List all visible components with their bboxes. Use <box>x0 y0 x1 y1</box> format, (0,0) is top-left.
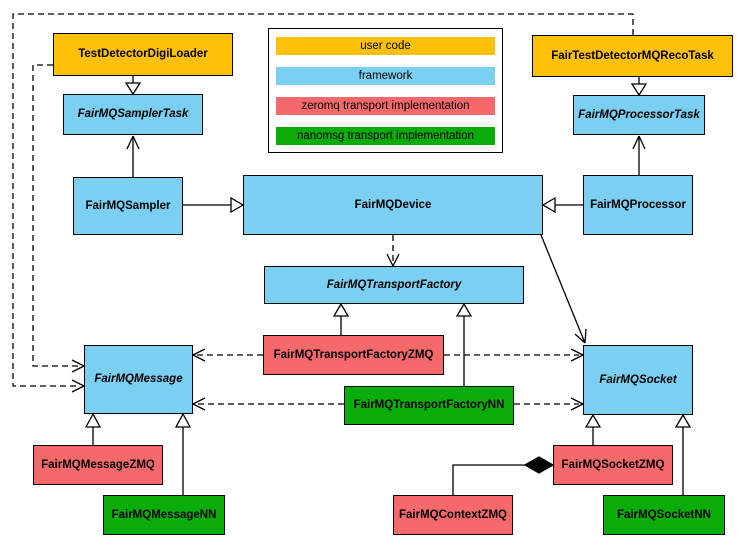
node-test-detector-digi-loader: TestDetectorDigiLoader <box>53 33 233 76</box>
node-fairmq-sampler-task: FairMQSamplerTask <box>63 94 203 135</box>
edge-dep-recotask-message <box>12 13 634 393</box>
edge-inheritance-socketzmq-socket <box>584 413 602 445</box>
node-label: FairMQContextZMQ <box>399 508 507 521</box>
node-fairmq-message-nn: FairMQMessageNN <box>103 495 225 535</box>
node-fairmq-device: FairMQDevice <box>243 175 543 235</box>
legend-item-framework: framework <box>276 67 495 85</box>
node-label: FairMQMessageZMQ <box>41 458 155 471</box>
node-fairmq-message-zmq: FairMQMessageZMQ <box>33 445 163 485</box>
edge-inheritance-recotask-processortask <box>630 77 648 97</box>
legend-label: user code <box>360 40 411 52</box>
node-fairmq-socket-zmq: FairMQSocketZMQ <box>553 445 673 485</box>
legend-label: nanomsg transport implementation <box>296 130 475 142</box>
legend-item-nanomsg: nanomsg transport implementation <box>276 127 495 145</box>
node-label: FairMQTransportFactoryZMQ <box>273 348 434 361</box>
node-label: FairMQTransportFactoryNN <box>353 399 505 412</box>
node-label: FairMQProcessor <box>590 198 686 211</box>
legend-label: zeromq transport implementation <box>301 100 470 112</box>
edge-assoc-sampler-samplertask <box>126 135 140 177</box>
edge-inheritance-factorynn-transportfactory <box>455 302 473 386</box>
legend: user code framework zeromq transport imp… <box>268 28 503 153</box>
node-fairmq-processor: FairMQProcessor <box>583 175 693 235</box>
node-label: FairMQMessage <box>94 373 183 386</box>
node-fairmq-socket-nn: FairMQSocketNN <box>603 495 725 535</box>
edge-dep-digiloader-message <box>32 64 85 373</box>
node-fairmq-context-zmq: FairMQContextZMQ <box>393 495 513 535</box>
node-fairmq-transport-factory: FairMQTransportFactory <box>264 266 524 304</box>
legend-label: framework <box>358 70 413 82</box>
edge-dep-factorynn-message <box>192 397 344 411</box>
edge-inheritance-messagenn-message <box>174 412 192 495</box>
edge-inheritance-sampler-device <box>183 196 245 214</box>
node-fairmq-sampler: FairMQSampler <box>73 177 183 235</box>
legend-item-user-code: user code <box>276 37 495 55</box>
node-fair-test-detector-mq-reco-task: FairTestDetectorMQRecoTask <box>532 35 733 77</box>
edge-inheritance-messagezmq-message <box>84 412 102 445</box>
edge-dep-factorynn-socket <box>514 397 584 411</box>
edge-inheritance-factoryzmq-transportfactory <box>332 302 350 335</box>
node-label: FairMQSocketZMQ <box>561 458 665 471</box>
node-label: TestDetectorDigiLoader <box>78 48 208 61</box>
node-label: FairMQSamplerTask <box>77 108 189 121</box>
edge-inheritance-processor-device <box>541 196 583 214</box>
node-label: FairMQProcessorTask <box>578 108 700 121</box>
edge-dep-factoryzmq-socket <box>444 348 584 362</box>
node-fairmq-processor-task: FairMQProcessorTask <box>573 95 705 135</box>
edge-assoc-device-socket <box>540 234 587 344</box>
legend-item-zeromq: zeromq transport implementation <box>276 97 495 115</box>
node-fairmq-message: FairMQMessage <box>84 345 193 414</box>
edge-composition-contextzmq-socketzmq <box>452 456 555 495</box>
edge-assoc-processor-processortask <box>632 135 646 175</box>
node-label: FairMQSocket <box>599 373 677 386</box>
node-fairmq-transport-factory-nn: FairMQTransportFactoryNN <box>344 386 514 425</box>
edge-inheritance-digiloader-samplertask <box>124 76 142 96</box>
node-fairmq-socket: FairMQSocket <box>583 345 693 415</box>
edge-dep-factoryzmq-message <box>192 348 263 362</box>
edge-dep-device-transportfactory <box>386 235 400 267</box>
edge-inheritance-socketnn-socket <box>674 413 692 495</box>
node-label: FairTestDetectorMQRecoTask <box>551 49 714 62</box>
node-label: FairMQSocketNN <box>617 508 711 521</box>
node-label: FairMQMessageNN <box>111 508 217 521</box>
node-label: FairMQTransportFactory <box>326 278 462 291</box>
node-fairmq-transport-factory-zmq: FairMQTransportFactoryZMQ <box>263 335 444 375</box>
node-label: FairMQDevice <box>354 198 432 211</box>
node-label: FairMQSampler <box>85 199 171 212</box>
